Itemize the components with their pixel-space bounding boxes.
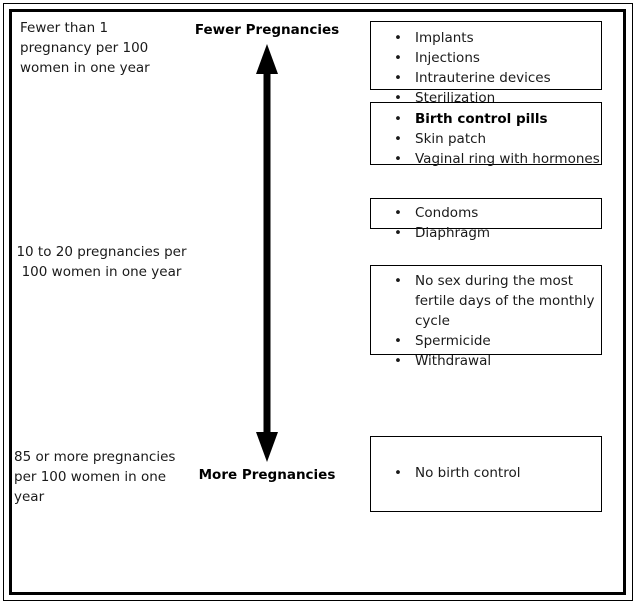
method-box-hormonal: • Birth control pills • Skin patch • Vag… — [370, 102, 602, 167]
method-list: • No sex during the most fertile days of… — [381, 271, 601, 371]
method-label: Withdrawal — [415, 353, 492, 369]
inner-frame-border — [9, 9, 626, 595]
bullet-icon: • — [394, 90, 402, 106]
method-label: Spermicide — [415, 333, 491, 349]
method-list: • Condoms • Diaphragm — [381, 203, 601, 243]
outer-frame-border — [3, 3, 633, 601]
list-item: • Condoms — [381, 203, 601, 223]
list-item: • Injections — [381, 48, 601, 68]
list-item: • Intrauterine devices — [381, 68, 601, 88]
list-item: • Spermicide — [381, 331, 601, 351]
method-label: No sex during the most fertile days of t… — [415, 273, 595, 329]
scale-label-moderately-effective: 10 to 20 pregnancies per 100 women in on… — [16, 244, 187, 280]
method-label: Diaphragm — [415, 225, 491, 241]
bullet-icon: • — [394, 131, 402, 147]
bullet-icon: • — [394, 30, 402, 46]
list-item: • Birth control pills — [381, 109, 601, 129]
method-label: Skin patch — [415, 131, 487, 147]
method-label: Condoms — [415, 205, 479, 221]
method-box-none: • No birth control — [370, 436, 602, 512]
list-item: • Implants — [381, 28, 601, 48]
method-label: Intrauterine devices — [415, 70, 551, 86]
method-box-most-effective: • Implants • Injections • Intrauterine d… — [370, 21, 602, 106]
bullet-icon: • — [394, 273, 402, 289]
bullet-icon: • — [394, 70, 402, 86]
axis-heading-fewer-pregnancies: Fewer Pregnancies — [194, 22, 340, 38]
list-item: • Diaphragm — [381, 223, 601, 243]
list-item: • Skin patch — [381, 129, 601, 149]
method-box-behavioral: • No sex during the most fertile days of… — [370, 265, 602, 369]
bullet-icon: • — [394, 353, 402, 369]
bullet-icon: • — [394, 225, 402, 241]
method-list: • Birth control pills • Skin patch • Vag… — [381, 109, 601, 169]
bullet-icon: • — [394, 50, 402, 66]
bullet-icon: • — [394, 333, 402, 349]
bullet-icon: • — [394, 151, 402, 167]
scale-label-most-effective: Fewer than 1 pregnancy per 100 women in … — [20, 20, 150, 76]
double-headed-vertical-arrow-icon — [248, 44, 286, 462]
list-item: • Withdrawal — [381, 351, 601, 371]
bullet-icon: • — [394, 465, 402, 481]
axis-heading-more-pregnancies: More Pregnancies — [198, 467, 336, 483]
bullet-icon: • — [394, 111, 402, 127]
list-item: • No sex during the most fertile days of… — [381, 271, 601, 331]
list-item: • Vaginal ring with hormones — [381, 149, 601, 169]
method-label: Injections — [415, 50, 480, 66]
method-label: Implants — [415, 30, 474, 46]
method-list: • No birth control — [381, 463, 601, 483]
method-label: No birth control — [415, 465, 521, 481]
list-item: • No birth control — [381, 463, 601, 483]
method-label: Birth control pills — [415, 111, 548, 127]
method-list: • Implants • Injections • Intrauterine d… — [381, 28, 601, 108]
method-box-barrier: • Condoms • Diaphragm — [370, 198, 602, 241]
bullet-icon: • — [394, 205, 402, 221]
scale-label-least-effective: 85 or more pregnancies per 100 women in … — [14, 449, 176, 505]
method-label: Vaginal ring with hormones — [415, 151, 600, 167]
